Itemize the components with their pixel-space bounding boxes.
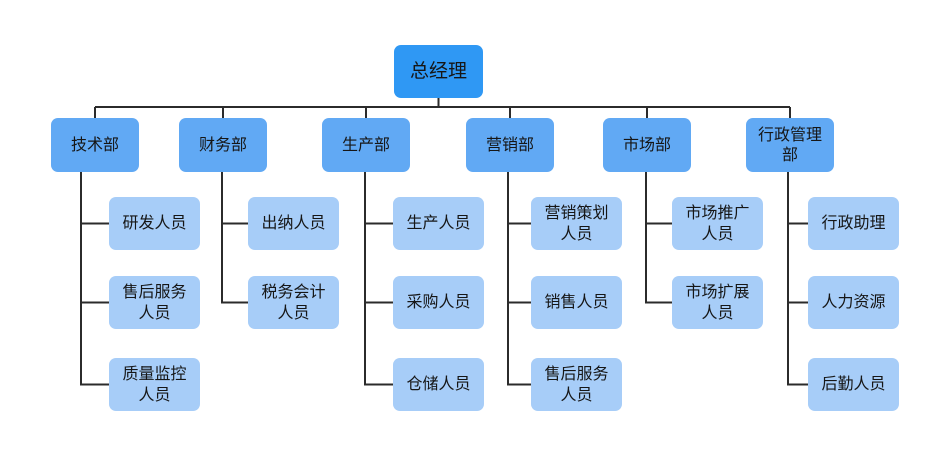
org-node-member[interactable]: 营销策划 人员 <box>531 197 622 250</box>
org-node-member[interactable]: 仓储人员 <box>393 358 484 411</box>
org-node-root[interactable]: 总经理 <box>394 45 483 98</box>
org-node-department[interactable]: 财务部 <box>179 118 267 172</box>
org-node-member[interactable]: 销售人员 <box>531 276 622 329</box>
org-node-member[interactable]: 生产人员 <box>393 197 484 250</box>
org-node-member[interactable]: 税务会计 人员 <box>248 276 339 329</box>
org-node-department[interactable]: 技术部 <box>51 118 139 172</box>
org-node-member[interactable]: 后勤人员 <box>808 358 899 411</box>
org-node-member[interactable]: 售后服务 人员 <box>531 358 622 411</box>
org-node-member[interactable]: 研发人员 <box>109 197 200 250</box>
org-node-member[interactable]: 质量监控 人员 <box>109 358 200 411</box>
org-node-member[interactable]: 人力资源 <box>808 276 899 329</box>
org-node-member[interactable]: 采购人员 <box>393 276 484 329</box>
org-node-department[interactable]: 生产部 <box>322 118 410 172</box>
org-node-department[interactable]: 营销部 <box>466 118 554 172</box>
org-node-member[interactable]: 售后服务 人员 <box>109 276 200 329</box>
org-node-member[interactable]: 市场扩展 人员 <box>672 276 763 329</box>
org-node-department[interactable]: 行政管理 部 <box>746 118 834 172</box>
org-node-member[interactable]: 行政助理 <box>808 197 899 250</box>
org-node-department[interactable]: 市场部 <box>603 118 691 172</box>
org-node-member[interactable]: 市场推广 人员 <box>672 197 763 250</box>
org-node-member[interactable]: 出纳人员 <box>248 197 339 250</box>
